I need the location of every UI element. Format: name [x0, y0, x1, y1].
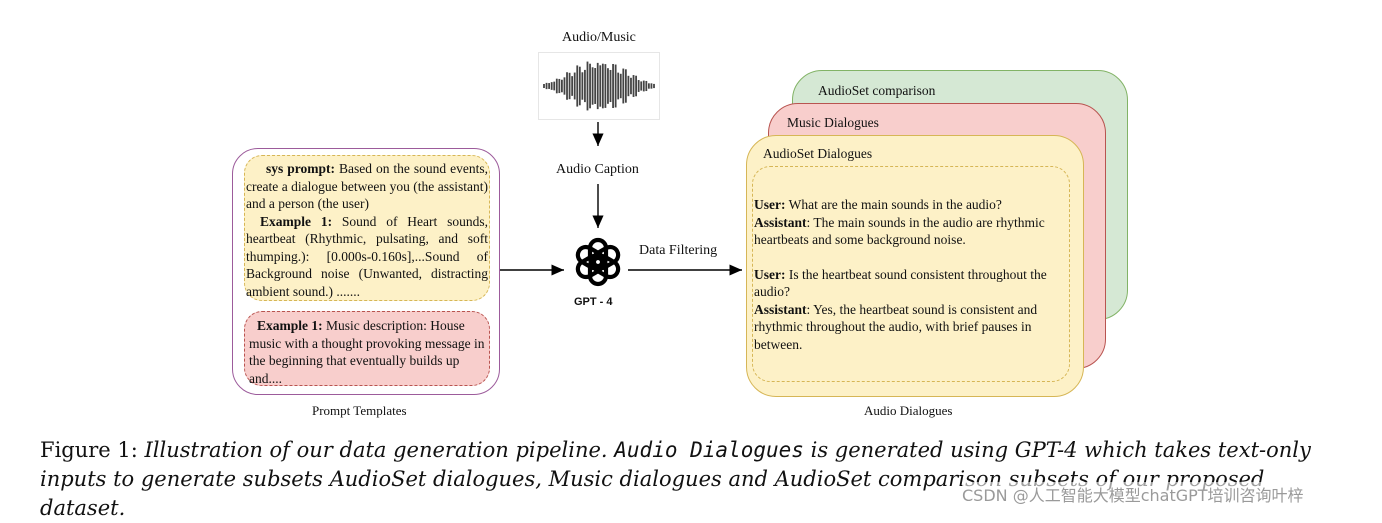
dialogue-turns: User: What are the main sounds in the au…: [754, 196, 1069, 353]
user-message: What are the main sounds in the audio?: [785, 197, 1002, 212]
waveform-icon: [538, 52, 660, 120]
audio-dialogues-label: Audio Dialogues: [864, 403, 953, 418]
assistant-message: : The main sounds in the audio are rhyth…: [754, 214, 1045, 248]
watermark: CSDN @人工智能大模型chatGPT培训咨询叶梓: [962, 482, 1304, 506]
sys-prompt-body: Based on the sound events, create a dial…: [246, 161, 488, 211]
caption-text-1: Illustration of our data generation pipe…: [144, 438, 615, 462]
prompt-templates-label: Prompt Templates: [312, 403, 407, 418]
user-message: Is the heartbeat sound consistent throug…: [754, 266, 1047, 300]
dialogue-turn-3: User: Is the heartbeat sound consistent …: [754, 266, 1069, 301]
assistant-label: Assistant: [754, 301, 807, 317]
example2-body: Music description: House music with a th…: [249, 318, 485, 386]
audio-caption-label: Audio Caption: [556, 162, 639, 177]
gpt4-label: GPT - 4: [574, 296, 613, 308]
dialogue-turn-4: Assistant: Yes, the heartbeat sound is c…: [754, 301, 1069, 354]
audioset-dialogues-card: [746, 135, 1084, 397]
dialogue-content-box: [752, 166, 1070, 382]
caption-dataset-name: Audio Dialogues: [614, 438, 804, 462]
sys-prompt-box: [244, 155, 490, 301]
dialogue-turn-2: Assistant: The main sounds in the audio …: [754, 214, 1069, 249]
caption-prefix: Figure 1:: [40, 438, 145, 462]
assistant-message: : Yes, the heartbeat sound is consistent…: [754, 301, 1038, 352]
user-label: User:: [754, 197, 786, 212]
dialogue-turn-1: User: What are the main sounds in the au…: [754, 196, 1069, 214]
sys-prompt-label: sys prompt:: [266, 161, 335, 176]
prompt-templates-container: [232, 148, 500, 395]
music-example-text: Example 1: Music description: House musi…: [249, 317, 485, 387]
assistant-label: Assistant: [754, 214, 807, 230]
example2-label: Example 1:: [257, 318, 323, 333]
audioset-dialogues-title: AudioSet Dialogues: [763, 146, 873, 161]
example1-body: Sound of Heart sounds, heartbeat (Rhythm…: [246, 213, 488, 299]
connector-arrows: [500, 122, 742, 276]
music-dialogues-title: Music Dialogues: [787, 115, 879, 130]
example1-label: Example 1:: [260, 213, 333, 229]
audio-music-title: Audio/Music: [562, 30, 636, 45]
sys-prompt-text: sys prompt: Based on the sound events, c…: [246, 160, 488, 300]
music-example-box: [244, 311, 490, 386]
openai-logo-icon: [575, 237, 621, 287]
user-label: User:: [754, 266, 786, 282]
audioset-comparison-title: AudioSet comparison: [818, 83, 936, 98]
data-filtering-label: Data Filtering: [639, 243, 718, 258]
